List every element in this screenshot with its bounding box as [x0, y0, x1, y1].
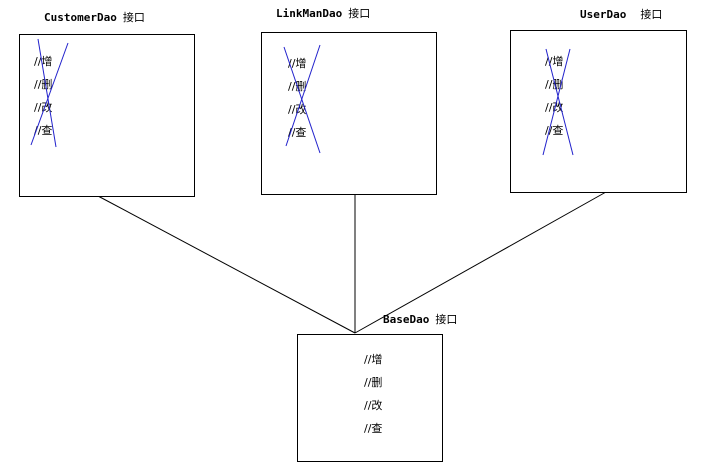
customerdao-box: //增 //删 //改 //查: [19, 34, 195, 197]
op-query: //查: [34, 124, 53, 137]
userdao-name: UserDao: [580, 8, 627, 21]
connector-customerdao: [97, 195, 356, 334]
linkmandao-box: //增 //删 //改 //查: [261, 32, 437, 195]
linkmandao-title: LinkManDao 接口: [276, 7, 370, 21]
userdao-box: //增 //删 //改 //查: [510, 30, 687, 193]
op-add: //增: [288, 57, 307, 70]
userdao-cross-out-mark: [542, 48, 574, 156]
op-query: //查: [288, 126, 307, 139]
userdao-kind: 接口: [640, 8, 663, 21]
customerdao-name: CustomerDao: [44, 11, 117, 24]
linkmandao-kind: 接口: [348, 7, 371, 20]
linkmandao-name: LinkManDao: [276, 7, 343, 20]
basedao-box: //增 //删 //改 //查: [297, 334, 443, 462]
basedao-title: BaseDao 接口: [383, 313, 457, 327]
connector-userdao: [354, 191, 607, 334]
op-update: //改: [288, 103, 307, 116]
customerdao-cross-out-mark: [30, 38, 69, 148]
userdao-title: UserDao 接口: [580, 8, 662, 22]
basedao-kind: 接口: [435, 313, 458, 326]
op-delete: //删: [545, 78, 564, 91]
op-update: //改: [364, 399, 383, 412]
linkmandao-cross-out-mark: [283, 44, 321, 154]
customerdao-ops: //增 //删 //改 //查: [34, 50, 52, 142]
basedao-ops: //增 //删 //改 //查: [364, 348, 382, 440]
op-add: //增: [364, 353, 383, 366]
op-query: //查: [364, 422, 383, 435]
op-update: //改: [34, 101, 53, 114]
op-delete: //删: [34, 78, 53, 91]
linkmandao-ops: //增 //删 //改 //查: [288, 52, 306, 144]
customerdao-kind: 接口: [122, 11, 145, 24]
op-add: //增: [34, 55, 53, 68]
customerdao-title: CustomerDao 接口: [44, 11, 145, 25]
op-delete: //删: [364, 376, 383, 389]
op-update: //改: [545, 101, 564, 114]
basedao-name: BaseDao: [383, 313, 430, 326]
